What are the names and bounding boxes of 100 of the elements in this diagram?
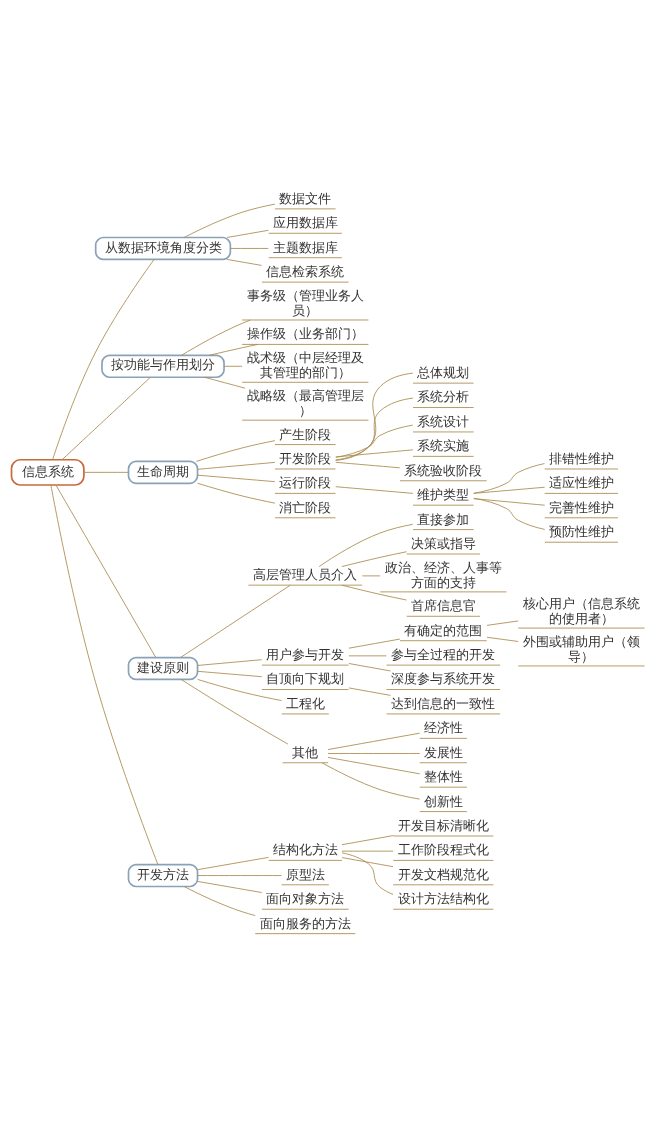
node-text: 系统设计 <box>417 413 470 429</box>
node-text: 首席信息官 <box>410 598 476 614</box>
connector <box>183 203 276 238</box>
node-text: 用户参与开发 <box>266 647 345 663</box>
connector <box>335 449 414 458</box>
node-box: 建设原则 <box>127 656 199 681</box>
node-text: 维护类型 <box>417 487 470 503</box>
node-text: 参与全过程的开发 <box>391 647 496 663</box>
connector <box>473 486 546 494</box>
node-text: 战略级（最高管理层） <box>246 387 364 418</box>
connector <box>348 687 391 696</box>
node-text: 结构化方法 <box>272 842 338 858</box>
node-text: 创新性 <box>423 793 463 809</box>
connector <box>197 659 263 666</box>
connector <box>197 881 263 893</box>
node-text: 系统实施 <box>417 438 470 454</box>
connector <box>55 484 157 658</box>
connector <box>226 229 269 238</box>
node-text: 运行阶段 <box>279 475 332 491</box>
node-text: 产生阶段 <box>279 426 332 442</box>
connector <box>223 365 243 367</box>
connector <box>335 397 414 461</box>
connector <box>341 584 407 601</box>
node-text: 外围或辅助用户（领导） <box>522 633 640 664</box>
connector <box>341 850 394 852</box>
connector <box>197 474 276 483</box>
node-text: 开发文档规范化 <box>397 866 489 882</box>
connector <box>321 762 421 800</box>
connector <box>197 875 282 876</box>
node-text: 工作阶段程式化 <box>397 842 489 858</box>
node-text: 开发阶段 <box>279 450 332 466</box>
connector <box>341 857 394 868</box>
connector <box>180 679 289 745</box>
connector <box>230 248 269 249</box>
connector <box>52 259 155 461</box>
node-text: 应用数据库 <box>272 215 338 231</box>
node-text: 政治、经济、人事等方面的支持 <box>384 559 502 590</box>
connector <box>473 463 545 494</box>
connector <box>204 376 246 389</box>
connector <box>197 856 269 871</box>
connector <box>197 461 276 470</box>
connector <box>335 424 414 458</box>
node-text: 自顶向下规划 <box>266 671 345 687</box>
node-text: 工程化 <box>285 695 325 711</box>
connector <box>197 482 276 504</box>
connector <box>486 636 519 642</box>
node-text: 核心用户（信息系统的使用者） <box>522 595 640 626</box>
connector <box>83 471 129 473</box>
node-text: 适应性维护 <box>548 475 614 491</box>
connector <box>341 835 394 846</box>
connector <box>327 732 421 750</box>
node-text: 决策或指导 <box>410 535 476 551</box>
connector <box>335 461 401 469</box>
node-text: 有确定的范围 <box>404 622 483 638</box>
node-text: 预防性维护 <box>548 524 614 540</box>
node-text: 原型法 <box>285 866 325 882</box>
connector <box>318 523 414 567</box>
node-box: 从数据环境角度分类 <box>94 236 232 261</box>
connector <box>348 638 401 649</box>
node-box: 按功能与作用划分 <box>101 354 225 379</box>
connector <box>327 757 421 775</box>
node-box: 信息系统 <box>10 458 85 486</box>
connector <box>197 678 282 701</box>
node-text: 操作级（业务部门） <box>246 326 364 342</box>
node-text: 信息检索系统 <box>266 264 345 280</box>
node-text: 直接参加 <box>417 511 470 527</box>
connector <box>327 753 421 754</box>
connector <box>181 319 251 356</box>
node-text: 整体性 <box>423 769 463 785</box>
connector <box>183 886 256 916</box>
node-text: 系统验收阶段 <box>404 462 483 478</box>
connector <box>341 551 407 568</box>
node-text: 深度参与系统开发 <box>391 671 496 687</box>
connector <box>196 440 276 462</box>
node-text: 面向对象方法 <box>266 891 345 907</box>
node-box: 生命周期 <box>127 460 199 485</box>
connector <box>180 584 291 658</box>
node-text: 面向服务的方法 <box>259 915 351 931</box>
node-text: 其他 <box>292 744 319 760</box>
node-text: 系统分析 <box>417 389 470 405</box>
node-text: 达到信息的一致性 <box>391 695 496 711</box>
connector <box>473 497 546 530</box>
node-text: 经济性 <box>423 720 463 736</box>
node-text: 设计方法结构化 <box>397 891 489 907</box>
node-text: 主题数据库 <box>272 239 338 255</box>
node-text: 发展性 <box>423 744 463 760</box>
node-text: 完善性维护 <box>548 499 614 515</box>
connector <box>197 670 263 678</box>
node-text: 事务级（管理业务人员） <box>246 287 364 318</box>
node-text: 高层管理人员介入 <box>253 567 358 583</box>
connector <box>486 620 519 626</box>
connector <box>348 663 391 672</box>
connector <box>335 486 414 494</box>
node-text: 数据文件 <box>279 190 332 206</box>
node-text: 消亡阶段 <box>279 499 332 515</box>
connector <box>61 377 151 460</box>
node-text: 战术级（中层经理及其管理的部门） <box>246 349 364 381</box>
connector <box>348 655 387 657</box>
connector <box>335 372 414 461</box>
connector <box>361 575 381 577</box>
